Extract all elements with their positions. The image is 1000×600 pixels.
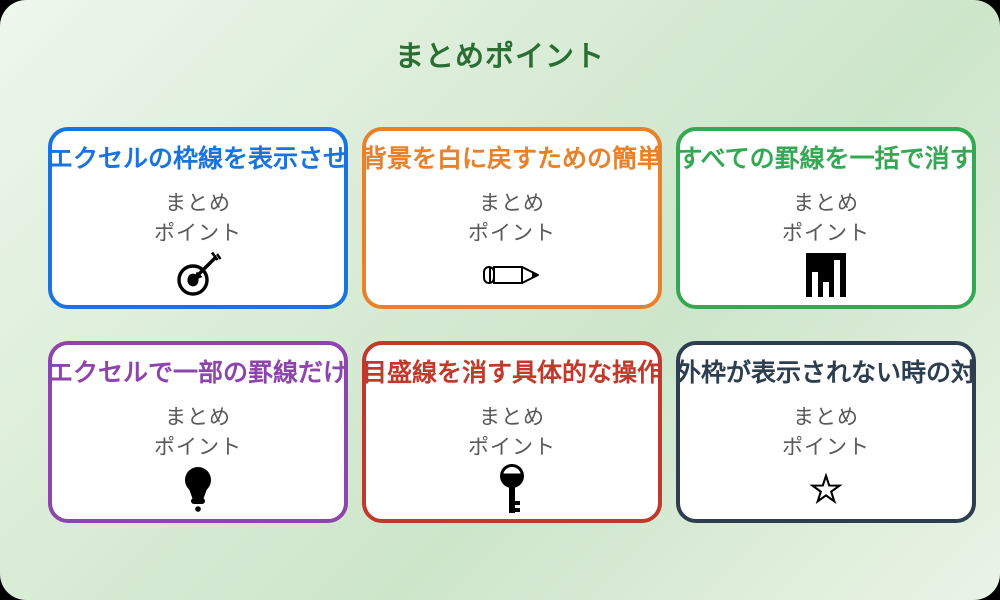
subtitle-line: ポイント <box>782 222 870 245</box>
subtitle-line: まとめ <box>479 406 545 429</box>
key-icon <box>497 464 527 513</box>
card-subtitle: まとめ ポイント <box>154 189 242 249</box>
card-subtitle: まとめ ポイント <box>782 189 870 249</box>
card-hide-gridlines-steps: 目盛線を消す具体的な操作 まとめ ポイント <box>362 341 662 523</box>
subtitle-line: ポイント <box>782 436 870 459</box>
card-subtitle: まとめ ポイント <box>154 403 242 463</box>
card-subtitle: まとめ ポイント <box>468 403 556 463</box>
card-remove-partial-borders: エクセルで一部の罫線だけ まとめ ポイント <box>48 341 348 523</box>
subtitle-line: ポイント <box>468 222 556 245</box>
card-excel-show-gridlines: エクセルの枠線を表示させ まとめ ポイント <box>48 127 348 309</box>
card-title: エクセルで一部の罫線だけ <box>48 359 349 387</box>
card-title: 背景を白に戻すための簡単 <box>362 145 663 173</box>
card-outer-frame-not-shown: 外枠が表示されない時の対 まとめ ポイント <box>676 341 976 523</box>
star-icon <box>809 465 843 513</box>
card-subtitle: まとめ ポイント <box>468 189 556 249</box>
card-restore-white-background: 背景を白に戻すための簡単 まとめ ポイント <box>362 127 662 309</box>
cards-grid: エクセルの枠線を表示させ まとめ ポイント 背景を白に戻すための簡単 <box>48 127 976 523</box>
card-title: エクセルの枠線を表示させ <box>48 145 349 173</box>
page-title: まとめポイント <box>394 41 605 73</box>
card-title: 外枠が表示されない時の対 <box>676 359 977 387</box>
subtitle-line: まとめ <box>793 192 859 215</box>
subtitle-line: まとめ <box>793 406 859 429</box>
lightbulb-icon <box>181 465 215 513</box>
subtitle-line: まとめ <box>165 406 231 429</box>
bar-chart-icon <box>806 251 846 299</box>
subtitle-line: まとめ <box>165 192 231 215</box>
subtitle-line: まとめ <box>479 192 545 215</box>
card-title: 目盛線を消す具体的な操作 <box>362 359 663 387</box>
card-subtitle: まとめ ポイント <box>782 403 870 463</box>
target-icon <box>174 251 222 299</box>
subtitle-line: ポイント <box>154 222 242 245</box>
card-title: すべての罫線を一括で消す <box>677 145 975 173</box>
subtitle-line: ポイント <box>154 436 242 459</box>
card-remove-all-borders: すべての罫線を一括で消す まとめ ポイント <box>676 127 976 309</box>
subtitle-line: ポイント <box>468 436 556 459</box>
pencil-icon <box>481 251 543 299</box>
